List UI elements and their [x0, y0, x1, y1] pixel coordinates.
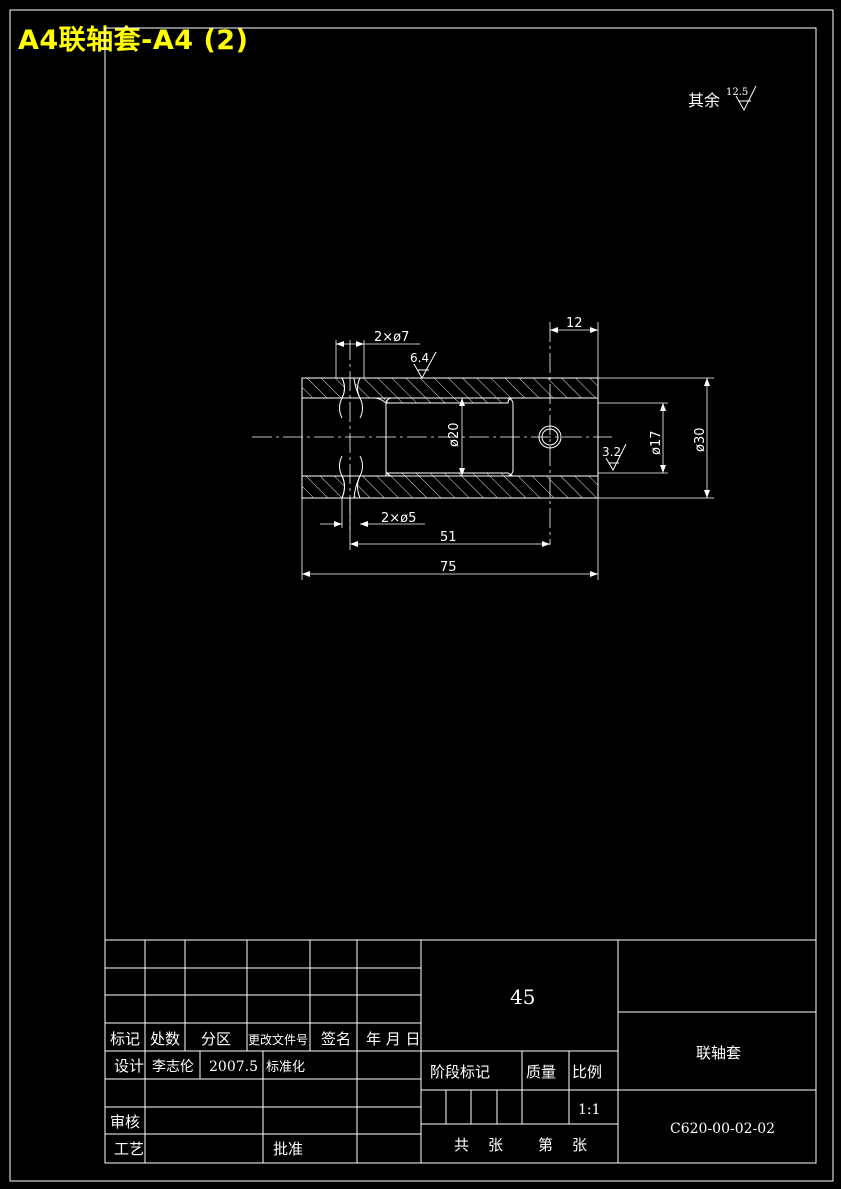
dim-hole-d7: 2×ø7	[374, 330, 409, 345]
material-value: 45	[510, 985, 535, 1009]
label-scale: 比例	[572, 1063, 602, 1081]
roughness-prefix-text: 其余	[688, 91, 720, 110]
header-change-doc: 更改文件号	[248, 1032, 308, 1047]
section-hatch	[301, 377, 599, 499]
label-process: 工艺	[114, 1140, 144, 1158]
dim-dia-20: ø20	[447, 423, 462, 448]
dim-len-51: 51	[440, 530, 457, 545]
dim-hole-d5: 2×ø5	[381, 511, 416, 526]
dim-len-75: 75	[440, 560, 457, 575]
roughness-inner-value: 3.2	[602, 445, 621, 459]
dimension-lines	[301, 322, 714, 580]
centerlines	[252, 322, 612, 545]
dimension-texts: 2×ø7 12 2×ø5 51 75 ø20 ø17 ø30	[374, 316, 708, 575]
roughness-symbol-inner: 3.2	[602, 443, 627, 472]
design-date: 2007.5	[209, 1059, 258, 1075]
part-section-view	[252, 322, 612, 545]
sheet-border	[9, 9, 834, 1182]
roughness-outer-value: 6.4	[410, 351, 429, 365]
label-standardize: 标准化	[266, 1060, 305, 1075]
label-total: 共	[454, 1136, 469, 1154]
drawing-title-banner: A4联轴套-A4 (2)	[18, 25, 249, 56]
label-sheet-no: 第	[538, 1136, 553, 1154]
header-signature: 签名	[321, 1030, 351, 1048]
label-review: 审核	[110, 1113, 140, 1131]
label-approve: 批准	[273, 1140, 303, 1158]
designer-name: 李志伦	[152, 1059, 194, 1075]
header-date: 年 月 日	[366, 1030, 421, 1048]
scale-value: 1:1	[578, 1102, 601, 1118]
title-block	[105, 939, 816, 1163]
header-mark: 标记	[110, 1030, 140, 1048]
roughness-general-value: 12.5	[726, 87, 748, 98]
general-roughness-note: 其余 12.5	[688, 85, 757, 112]
roughness-symbol-outer: 6.4	[410, 351, 437, 380]
header-count: 处数	[150, 1030, 180, 1048]
dim-dia-17: ø17	[649, 431, 664, 456]
roughness-symbol-icon	[735, 85, 757, 112]
label-stage-mark: 阶段标记	[430, 1063, 490, 1081]
drawing-number: C620-00-02-02	[670, 1121, 775, 1137]
part-name: 联轴套	[696, 1044, 741, 1062]
dim-len-12: 12	[566, 316, 583, 331]
label-weight: 质量	[526, 1063, 556, 1081]
header-zone: 分区	[201, 1030, 231, 1048]
title-block-texts: 标记 处数 分区 更改文件号 签名 年 月 日 设计 李志伦 2007.5 标准…	[110, 985, 775, 1158]
label-design: 设计	[114, 1057, 144, 1075]
label-sheets-1: 张	[488, 1136, 503, 1154]
label-sheets-2: 张	[572, 1136, 587, 1154]
dim-dia-30: ø30	[693, 428, 708, 453]
